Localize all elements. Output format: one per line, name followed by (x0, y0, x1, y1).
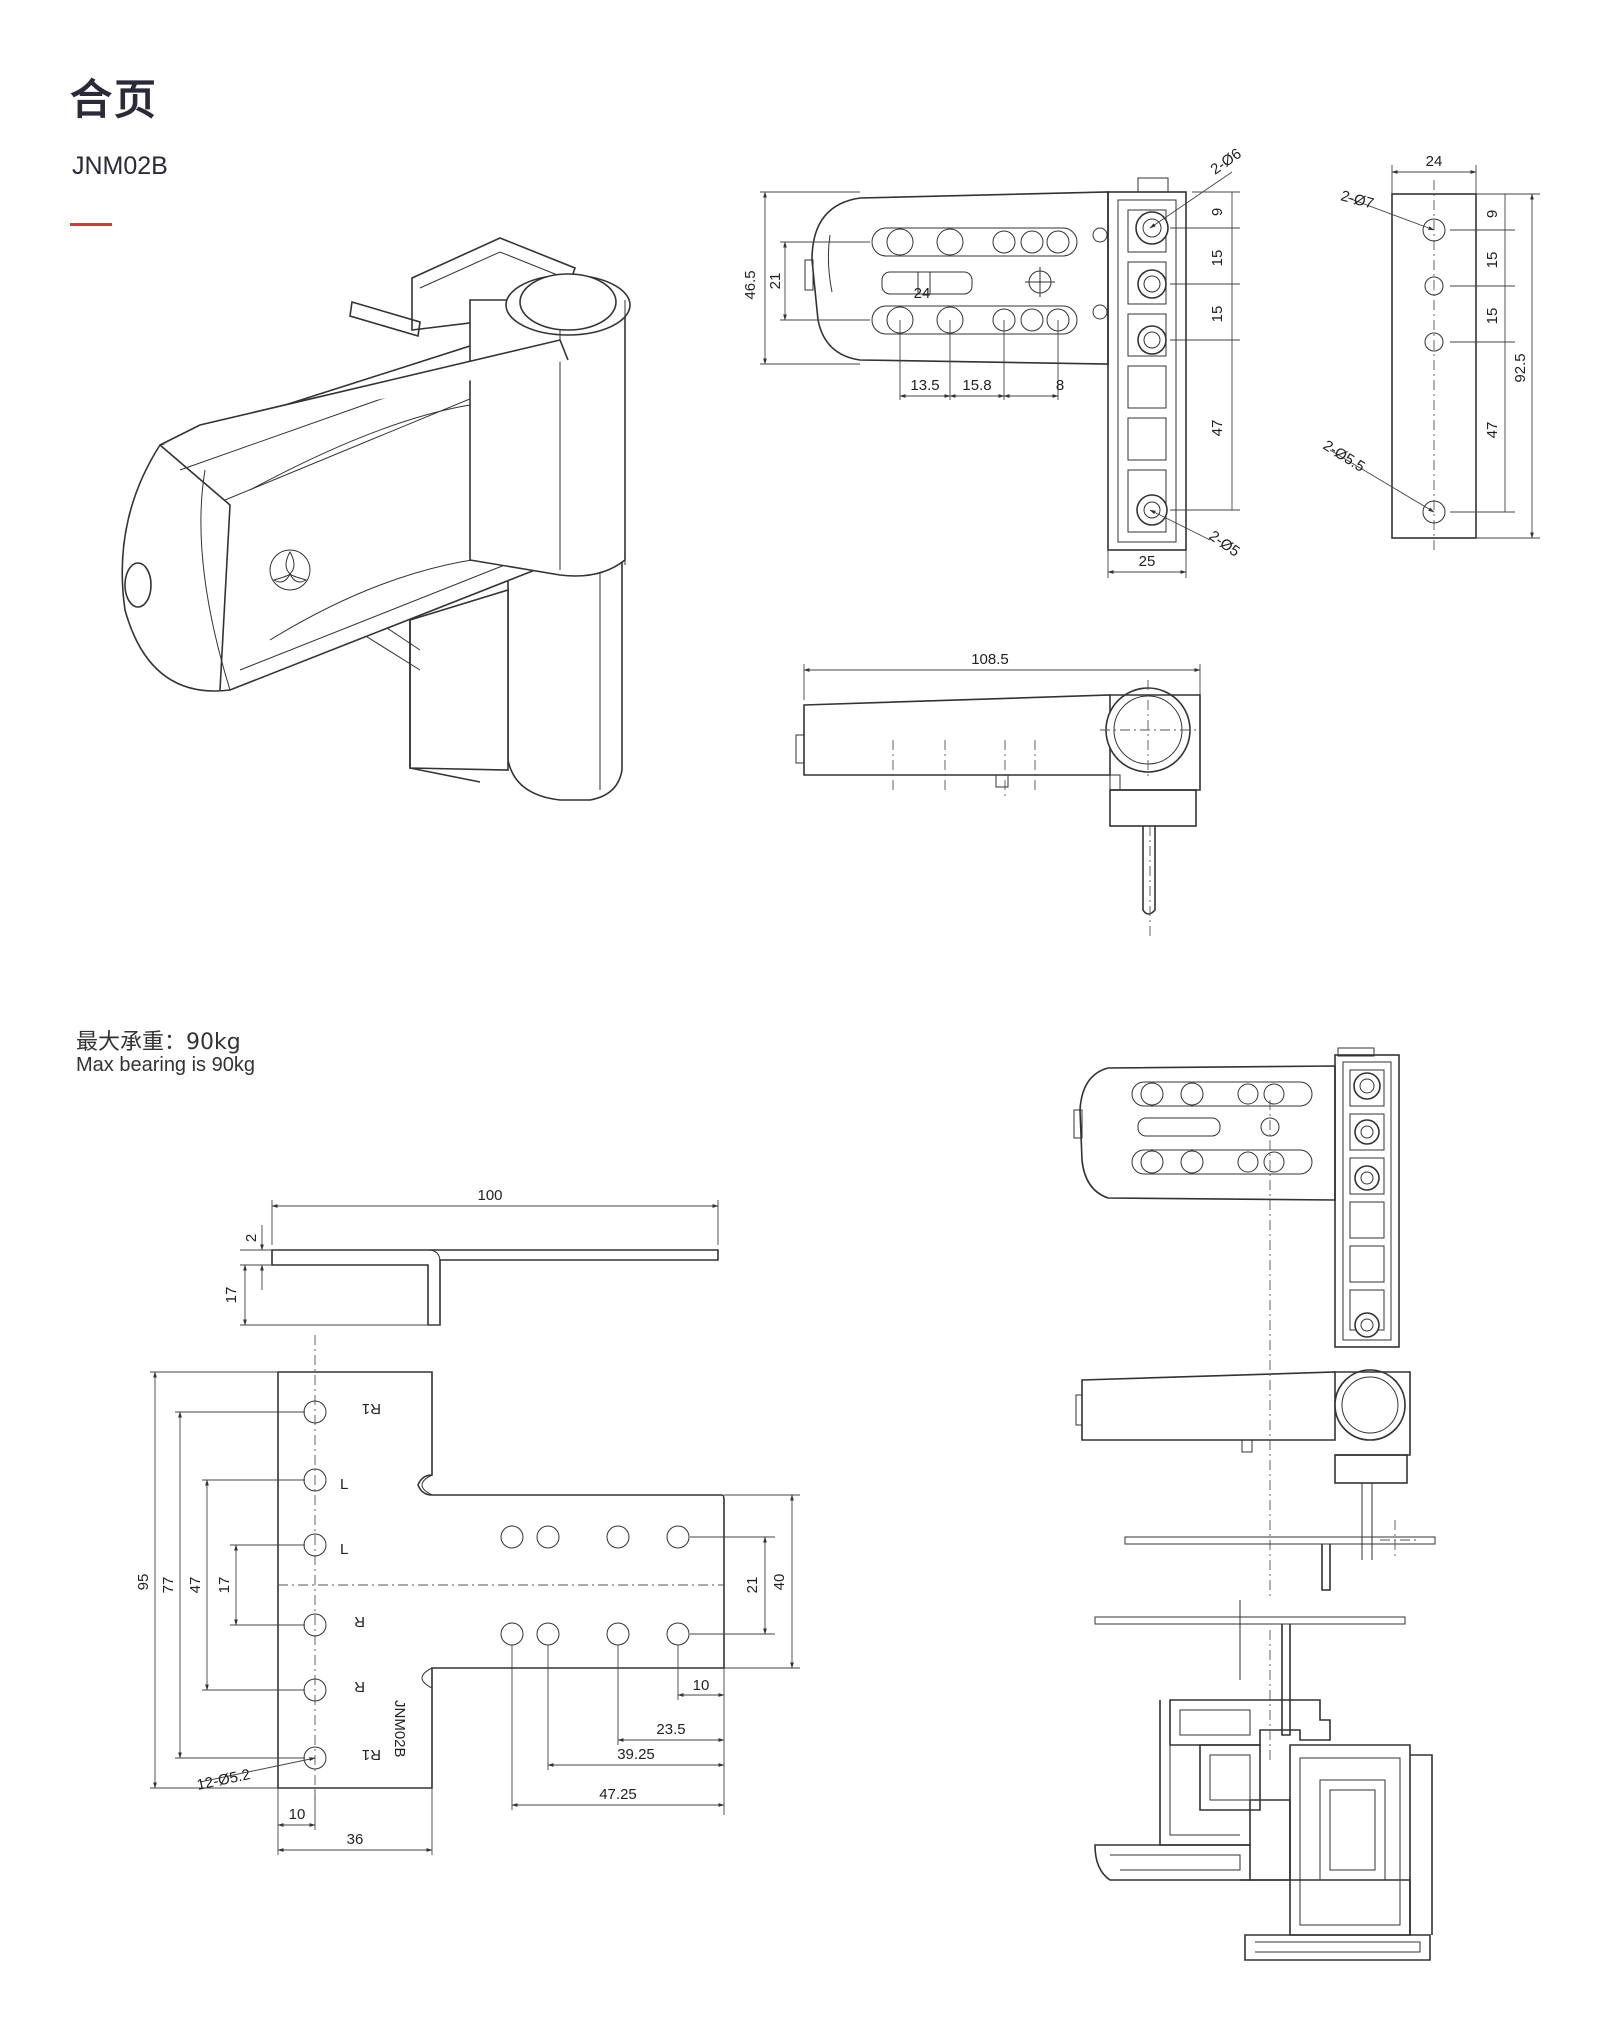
dim-2-phi5: 2-Ø5 (1206, 527, 1243, 560)
hole-label-r-1: R (354, 1613, 365, 1630)
dim-9: 9 (1209, 208, 1226, 216)
tpl-dim-100: 100 (477, 1187, 502, 1204)
hole-label-l-1: L (340, 1476, 348, 1493)
side-dim-108-5: 108.5 (971, 651, 1009, 668)
plate-dim-24: 24 (1426, 153, 1443, 170)
dim-25: 25 (1139, 553, 1156, 570)
brand-logo-icon (269, 549, 311, 591)
assembly-drawing (1073, 1047, 1436, 1961)
max-bearing-cn: 最大承重：90kg (76, 1030, 241, 1055)
tpl-dim-23-5: 23.5 (656, 1721, 685, 1738)
model-number: JNM02B (72, 152, 168, 180)
hinge-3d-illustration (121, 237, 631, 801)
dim-47: 47 (1209, 420, 1226, 437)
dim-15-8: 15.8 (962, 377, 991, 394)
dim-46-5: 46.5 (742, 270, 759, 299)
plate-dim-9: 9 (1484, 210, 1501, 218)
tpl-dim-17-drop: 17 (223, 1287, 240, 1304)
plate-dim-15-b: 15 (1484, 308, 1501, 325)
tpl-dim-77: 77 (160, 1577, 177, 1594)
hole-label-r1-bottom: R1 (362, 1746, 381, 1763)
template-engraving: JNM02B (391, 1700, 408, 1758)
tpl-dim-95: 95 (135, 1574, 152, 1591)
tpl-dim-10-right: 10 (693, 1677, 710, 1694)
drilling-template-drawing: 100 2 17 R1 L L R R R1 JNM02B 95 77 (135, 1187, 800, 1855)
tpl-dim-39-25: 39.25 (617, 1746, 655, 1763)
tpl-dim-12-phi5-2: 12-Ø5.2 (195, 1766, 252, 1794)
side-view-drawing: 108.5 (795, 651, 1201, 940)
dim-24: 24 (914, 285, 931, 302)
dim-8: 8 (1056, 377, 1064, 394)
tpl-dim-2: 2 (243, 1234, 260, 1242)
hole-label-r-2: R (354, 1678, 365, 1695)
plate-dim-2-phi5-5: 2-Ø5.5 (1320, 437, 1368, 476)
tpl-dim-21: 21 (744, 1577, 761, 1594)
plate-dim-92-5: 92.5 (1512, 353, 1529, 382)
tpl-dim-47: 47 (187, 1577, 204, 1594)
plate-dim-2-phi7: 2-Ø7 (1339, 187, 1376, 212)
accent-divider (70, 223, 112, 226)
tpl-dim-47-25: 47.25 (599, 1786, 637, 1803)
hole-label-r1-top: R1 (362, 1400, 381, 1417)
dim-15-b: 15 (1209, 306, 1226, 323)
plate-dim-15-a: 15 (1484, 252, 1501, 269)
dim-21: 21 (767, 273, 784, 290)
dim-13-5: 13.5 (910, 377, 939, 394)
mount-plate-drawing: 24 2-Ø7 2-Ø5.5 9 15 15 47 92.5 (1320, 153, 1540, 550)
tpl-dim-40: 40 (771, 1574, 788, 1591)
tpl-dim-17: 17 (216, 1577, 233, 1594)
max-bearing-en: Max bearing is 90kg (76, 1054, 255, 1076)
hole-label-l-2: L (340, 1541, 348, 1558)
dim-2-phi6: 2-Ø6 (1208, 145, 1245, 178)
tpl-dim-10: 10 (289, 1806, 306, 1823)
dim-15-a: 15 (1209, 250, 1226, 267)
tpl-dim-36: 36 (347, 1831, 364, 1848)
plate-dim-47: 47 (1484, 422, 1501, 439)
page-title: 合页 (70, 75, 159, 124)
top-view-drawing: 46.5 21 24 13.5 15.8 8 2-Ø6 2-Ø5 9 15 15… (742, 145, 1245, 578)
